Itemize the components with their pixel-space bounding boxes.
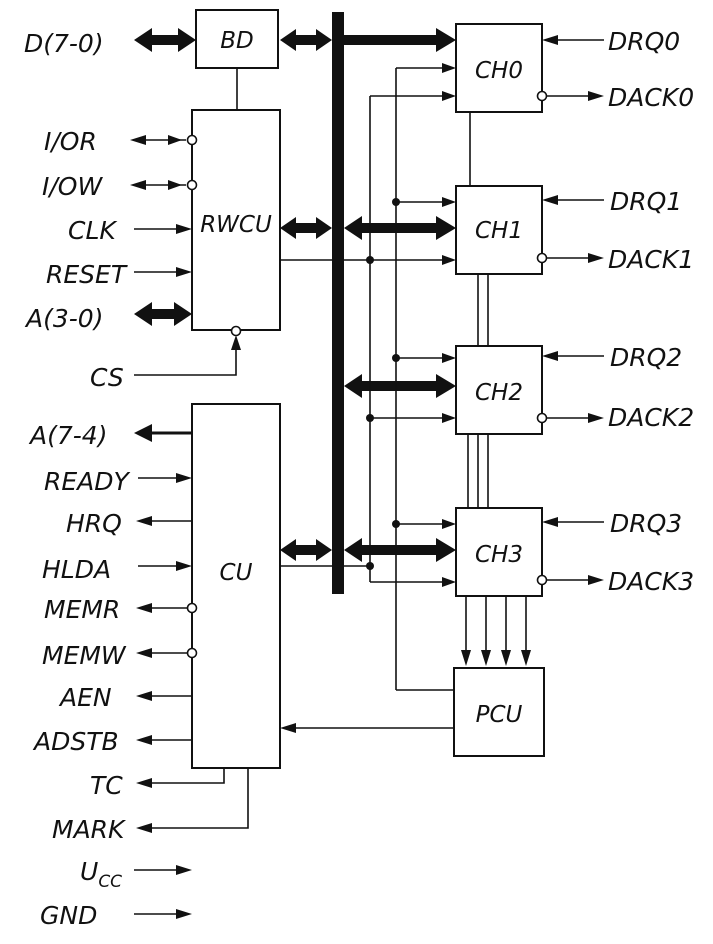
pcu-block-label: PCU [476,702,523,728]
cu-bus-arrow [280,539,332,561]
hlda-arrow [138,561,192,571]
rwcu-box [191,109,281,331]
signal-tc-label: TC [90,771,123,800]
pcu-block: PCU [453,667,545,757]
ch1-bus-arrow [344,216,456,240]
drq3-arrow [542,517,604,527]
dack1-arrow [536,252,604,264]
signal-iow-label: I/OW [42,172,103,201]
signal-dack3-label: DACK3 [608,567,694,596]
ior-arrow [130,134,198,146]
ch0-bus-arrow [344,28,456,52]
rwcu-bus-arrow [280,217,332,239]
internal-data-bus [332,12,344,594]
drq2-arrow [542,351,604,361]
rail-b-taps [392,63,456,691]
ch2-box [455,345,543,435]
signal-dack1-label: DACK1 [608,245,694,274]
ch3-box [455,507,543,597]
signal-drq3-label: DRQ3 [610,509,682,538]
signal-ucc-subscript: CC [98,872,122,892]
signal-aen-label: AEN [58,683,112,712]
signal-a30-label: A(3-0) [24,304,103,333]
ch3-bus-arrow [344,538,456,562]
a30-bus-arrow [134,302,192,326]
ch0-block: CH0 [455,23,543,113]
ch0-box [455,23,543,113]
bd-block: BD [195,9,279,69]
signal-hlda-label: HLDA [42,555,111,584]
rwcu-block-label: RWCU [200,212,272,238]
signal-cs-label: CS [90,363,124,392]
signal-gnd-label: GND [40,901,97,930]
drq0-arrow [542,35,604,45]
aen-arrow [136,691,192,701]
mark-arrow [136,768,249,833]
signal-memw-label: MEMW [42,641,127,670]
cu-block-label: CU [220,560,253,586]
bd-box [195,9,279,69]
dack3-arrow [536,574,604,586]
ch2-block-label: CH2 [475,380,523,406]
hrq-arrow [136,516,192,526]
signal-ucc-main: U [80,857,98,886]
ch3-pcu-arrows [461,596,531,666]
reset-arrow [134,267,192,277]
ready-arrow [138,473,192,483]
dack2-arrow [536,412,604,424]
cu-block: CU [191,403,281,769]
d70-bus-arrow [134,28,196,52]
ch3-block-label: CH3 [475,542,523,568]
ch3-block: CH3 [455,507,543,597]
ch1-block: CH1 [455,185,543,275]
ch2-bus-arrow [344,374,456,398]
clk-arrow [134,224,192,234]
rwcu-block: RWCU [191,109,281,331]
signal-mark-label: MARK [52,815,127,844]
adstb-arrow [136,735,192,745]
dack0-arrow [536,90,604,102]
bd-block-label: BD [220,28,254,54]
signal-ior-label: I/OR [44,127,97,156]
cs-arrow [134,325,242,376]
ucc-arrow [134,865,192,875]
signal-drq1-label: DRQ1 [610,187,682,216]
pcu-box [453,667,545,757]
ch0-block-label: CH0 [475,58,523,84]
pcu-cu-feedback [280,723,454,733]
signal-clk-label: CLK [68,216,118,245]
ch2-block: CH2 [455,345,543,435]
signal-adstb-label: ADSTB [32,727,119,756]
signal-drq0-label: DRQ0 [608,27,680,56]
signal-dack0-label: DACK0 [608,83,694,112]
bd-bus-arrow [280,29,332,51]
a74-arrow [134,424,192,442]
drq1-arrow [542,195,604,205]
gnd-arrow [134,909,192,919]
signal-d70-label: D(7-0) [24,29,104,58]
rail-a-taps [366,91,456,587]
cu-box [191,403,281,769]
memw-arrow [136,647,198,659]
tc-arrow [136,768,225,788]
signal-ready-label: READY [44,467,131,496]
signal-ucc-label: UCC [80,857,122,892]
signal-a74-label: A(7-4) [28,421,107,450]
signal-reset-label: RESET [46,260,128,289]
signal-hrq-label: HRQ [66,509,122,538]
ch1-block-label: CH1 [475,218,523,244]
iow-arrow [130,179,198,191]
ch1-box [455,185,543,275]
signal-drq2-label: DRQ2 [610,343,682,372]
channel-priority-lines [467,112,489,508]
signal-dack2-label: DACK2 [608,403,694,432]
memr-arrow [136,602,198,614]
signal-memr-label: MEMR [44,595,120,624]
